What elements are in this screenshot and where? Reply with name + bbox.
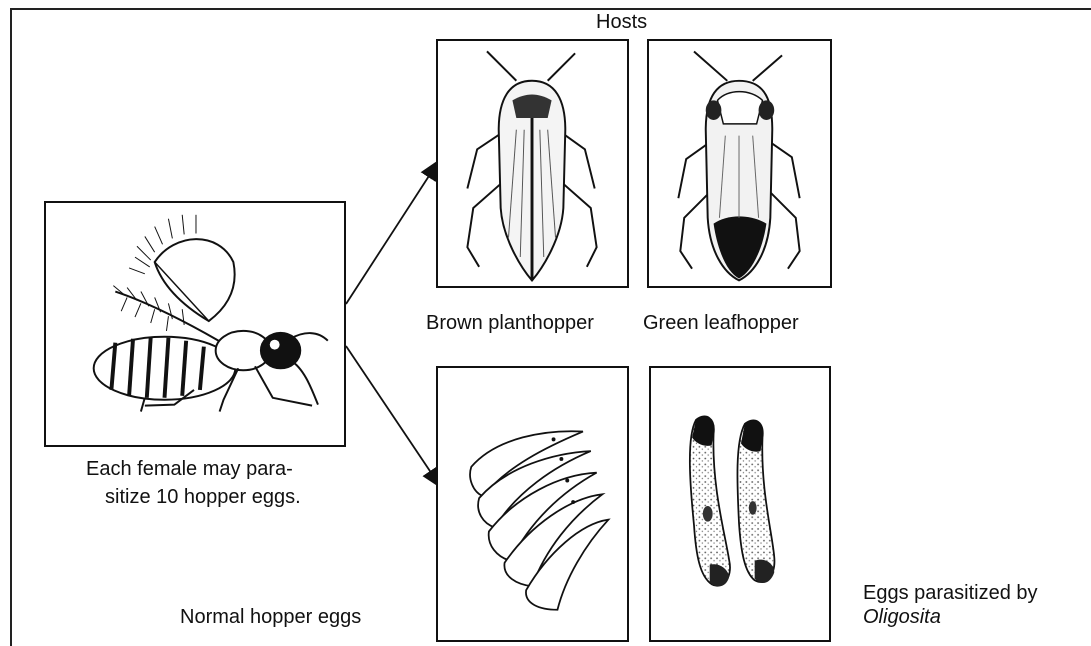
green-leafhopper-panel — [647, 39, 832, 288]
parasitized-eggs-label-line1: Eggs parasitized by — [863, 581, 1038, 605]
brown-planthopper-illustration — [438, 41, 627, 286]
arrow-to-eggs — [346, 346, 440, 486]
parasitized-eggs-panel — [649, 366, 831, 642]
parasitized-eggs-label-line2: Oligosita — [863, 605, 941, 629]
green-leafhopper-illustration — [649, 41, 830, 286]
brown-planthopper-label: Brown planthopper — [426, 311, 594, 335]
brown-planthopper-panel — [436, 39, 629, 288]
normal-hopper-eggs-illustration — [438, 368, 627, 640]
green-leafhopper-label: Green leafhopper — [643, 311, 799, 335]
parasitized-eggs-illustration — [651, 368, 829, 640]
arrow-to-hosts — [346, 162, 438, 304]
normal-eggs-label: Normal hopper eggs — [180, 605, 361, 629]
normal-eggs-panel — [436, 366, 629, 642]
